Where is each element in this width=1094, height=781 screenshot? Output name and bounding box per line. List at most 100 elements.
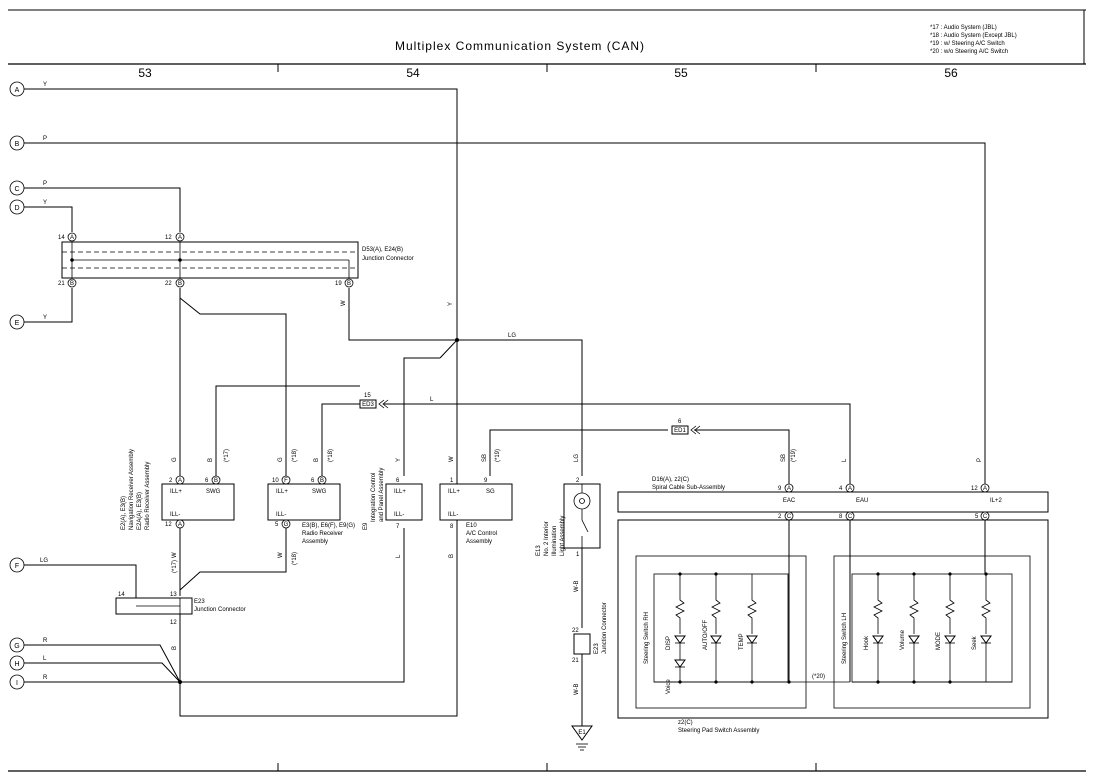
svg-text:W: W (172, 552, 178, 558)
svg-text:Hook: Hook (864, 635, 870, 650)
svg-text:SWG: SWG (206, 489, 221, 495)
svg-text:C: C (14, 186, 19, 193)
svg-text:1: 1 (450, 478, 454, 484)
svg-text:Light Assembly: Light Assembly (560, 516, 566, 556)
left-connectors: A B C D E F G H I (9, 81, 25, 690)
svg-text:SB: SB (781, 454, 787, 462)
lh-volume: Volume (900, 574, 920, 682)
svg-text:LG: LG (574, 454, 580, 462)
switch-lh-label: Steering Switch LH (842, 613, 848, 664)
svg-text:8: 8 (450, 524, 454, 530)
svg-text:L: L (396, 554, 402, 558)
svg-text:SG: SG (486, 489, 495, 495)
svg-text:IL+2: IL+2 (990, 498, 1003, 504)
svg-text:Assembly: Assembly (466, 539, 492, 545)
svg-text:AUTO/OFF: AUTO/OFF (703, 619, 709, 650)
diagram-title: Multiplex Communication System (CAN) (395, 39, 645, 53)
rh-voice: Voice (666, 659, 686, 694)
svg-text:G: G (284, 522, 289, 528)
svg-text:B: B (314, 458, 320, 462)
svg-text:G: G (172, 457, 178, 462)
svg-text:E3(B), E6(F), E9(G): E3(B), E6(F), E9(G) (302, 523, 355, 529)
svg-text:G: G (14, 643, 19, 650)
svg-text:(*19): (*19) (495, 449, 501, 462)
component-e10: 1 9 8 ILL+ SG ILL- (*19) E10 A/C Control… (439, 449, 513, 545)
svg-text:E23: E23 (594, 643, 600, 654)
svg-text:Spiral Cable Sub-Assembly: Spiral Cable Sub-Assembly (652, 485, 725, 491)
lh-hook: Hook (864, 574, 884, 682)
svg-text:14: 14 (118, 592, 125, 598)
svg-text:and Panel Assembly: and Panel Assembly (379, 468, 385, 522)
svg-text:P: P (43, 181, 47, 187)
svg-text:15: 15 (364, 393, 371, 399)
rh-auto-off: AUTO/OFF (703, 574, 722, 682)
connector-e: E (9, 314, 25, 330)
svg-text:A: A (15, 87, 20, 94)
svg-text:A: A (178, 235, 182, 241)
svg-text:ILL-: ILL- (170, 512, 180, 518)
svg-text:A/C Control: A/C Control (466, 531, 497, 537)
svg-text:E10: E10 (466, 523, 477, 529)
svg-text:C: C (983, 514, 988, 520)
note-19: *19 : w/ Steering A/C Switch (930, 41, 1005, 47)
svg-text:12: 12 (170, 620, 177, 626)
note-17: *17 : Audio System (JBL) (930, 25, 997, 31)
svg-text:E2(A), E3(B): E2(A), E3(B) (121, 496, 127, 530)
svg-text:ILL-: ILL- (448, 512, 458, 518)
switch-rh-label: Steering Switch RH (644, 612, 650, 664)
svg-text:5: 5 (275, 522, 279, 528)
svg-text:L: L (430, 397, 434, 403)
svg-text:C: C (787, 514, 792, 520)
svg-text:Steering Pad Switch Assembly: Steering Pad Switch Assembly (678, 728, 759, 734)
connector-b: B (9, 135, 25, 151)
svg-text:W: W (341, 300, 347, 306)
svg-text:(*20): (*20) (812, 674, 825, 680)
svg-text:D16(A), z2(C): D16(A), z2(C) (652, 477, 689, 483)
svg-text:B: B (449, 554, 455, 558)
d53-name: D53(A), E24(B) (362, 247, 403, 253)
connector-f: F (9, 557, 25, 573)
svg-text:A: A (787, 486, 791, 492)
svg-text:A: A (178, 522, 182, 528)
column-53: 53 (138, 66, 152, 80)
svg-text:Integration Control: Integration Control (371, 473, 377, 522)
svg-text:Seek: Seek (972, 635, 978, 650)
svg-text:2: 2 (576, 478, 580, 484)
connector-ed3: ED3 15 (359, 393, 389, 409)
svg-text:P: P (977, 458, 983, 462)
component-e3: F B G 10 6 5 ILL+ SWG ILL- (*18) (*18) (… (267, 449, 355, 565)
connector-g: G (9, 637, 25, 653)
svg-text:R: R (43, 675, 48, 681)
svg-text:ILL-: ILL- (394, 512, 404, 518)
svg-text:A: A (983, 486, 987, 492)
svg-text:12: 12 (165, 522, 172, 528)
svg-text:Junction Connector: Junction Connector (602, 602, 608, 654)
svg-text:ILL+: ILL+ (394, 489, 406, 495)
rh-temp: TEMP (739, 574, 758, 682)
svg-text:(*18): (*18) (292, 552, 298, 565)
lh-mode: MODE (936, 574, 956, 682)
junction-e23: 14 13 12 E23 Junction Connector (115, 592, 246, 626)
svg-text:6: 6 (678, 419, 682, 425)
svg-text:LG: LG (40, 558, 48, 564)
svg-text:MODE: MODE (936, 632, 942, 650)
svg-text:A: A (70, 235, 74, 241)
svg-text:B: B (214, 478, 218, 484)
svg-text:z2(C): z2(C) (678, 720, 693, 726)
svg-text:F: F (15, 563, 19, 570)
svg-text:Y: Y (43, 82, 47, 88)
svg-text:A: A (178, 478, 182, 484)
svg-text:TEMP: TEMP (739, 633, 745, 650)
svg-text:E: E (15, 320, 20, 327)
title-frame: Multiplex Communication System (CAN) *17… (8, 9, 1086, 772)
svg-text:B: B (15, 141, 20, 148)
svg-text:B: B (208, 458, 214, 462)
svg-text:21: 21 (58, 281, 65, 287)
svg-text:8: 8 (839, 514, 843, 520)
svg-text:Voice: Voice (666, 679, 672, 694)
svg-text:W: W (449, 456, 455, 462)
svg-text:E2A(A), E3(B): E2A(A), E3(B) (137, 492, 143, 530)
svg-text:22: 22 (572, 628, 579, 634)
svg-text:Junction Connector: Junction Connector (194, 607, 246, 613)
svg-text:7: 7 (396, 524, 400, 530)
